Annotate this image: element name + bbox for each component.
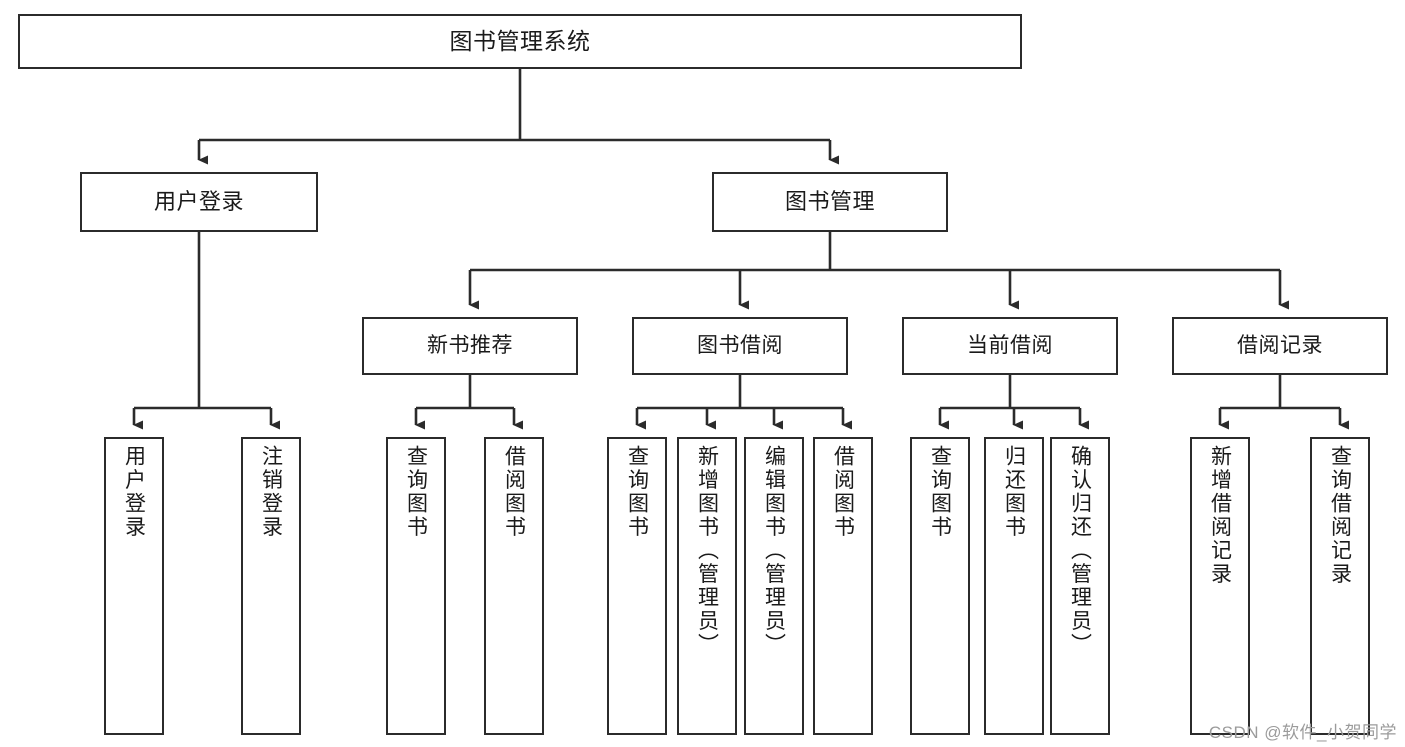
leaf-query-borrow-record[interactable]: 查询借阅记录 [1310,437,1370,735]
leaf-user-logout[interactable]: 注销登录 [241,437,301,735]
leaf-user-logout-label: 注销登录 [259,445,283,539]
node-current-borrow-label: 当前借阅 [967,333,1053,357]
leaf-query-borrow-record-label: 查询借阅记录 [1328,445,1352,586]
leaf-edit-book-admin[interactable]: 编辑图书（管理员） [744,437,804,735]
leaf-return-book[interactable]: 归还图书 [984,437,1044,735]
leaf-borrow-book[interactable]: 借阅图书 [813,437,873,735]
leaf-query-book-current-label: 查询图书 [928,445,952,539]
node-book-management[interactable]: 图书管理 [712,172,948,232]
leaf-user-login-label: 用户登录 [122,445,146,539]
node-root-label: 图书管理系统 [449,27,591,54]
node-borrow-record[interactable]: 借阅记录 [1172,317,1388,375]
leaf-query-book-borrow[interactable]: 查询图书 [607,437,667,735]
leaf-query-book-recommend-label: 查询图书 [404,445,428,539]
leaf-confirm-return-admin-label: 确认归还（管理员） [1068,445,1092,657]
node-new-book-recommend-label: 新书推荐 [427,333,513,357]
leaf-confirm-return-admin[interactable]: 确认归还（管理员） [1050,437,1110,735]
leaf-add-borrow-record[interactable]: 新增借阅记录 [1190,437,1250,735]
leaf-borrow-book-label: 借阅图书 [831,445,855,539]
leaf-add-book-admin[interactable]: 新增图书（管理员） [677,437,737,735]
node-book-borrow-label: 图书借阅 [697,333,783,357]
leaf-user-login[interactable]: 用户登录 [104,437,164,735]
leaf-borrow-book-recommend-label: 借阅图书 [502,445,526,539]
node-borrow-record-label: 借阅记录 [1237,333,1323,357]
node-root[interactable]: 图书管理系统 [18,14,1022,69]
watermark: CSDN @软件_小贺同学 [1208,723,1397,742]
leaf-query-book-recommend[interactable]: 查询图书 [386,437,446,735]
node-user-login-label: 用户登录 [153,189,244,215]
node-book-borrow[interactable]: 图书借阅 [632,317,848,375]
leaf-add-book-admin-label: 新增图书（管理员） [695,445,719,657]
node-current-borrow[interactable]: 当前借阅 [902,317,1118,375]
leaf-add-borrow-record-label: 新增借阅记录 [1208,445,1232,586]
node-new-book-recommend[interactable]: 新书推荐 [362,317,578,375]
leaf-edit-book-admin-label: 编辑图书（管理员） [762,445,786,657]
node-user-login[interactable]: 用户登录 [80,172,318,232]
leaf-query-book-borrow-label: 查询图书 [625,445,649,539]
leaf-query-book-current[interactable]: 查询图书 [910,437,970,735]
leaf-borrow-book-recommend[interactable]: 借阅图书 [484,437,544,735]
node-book-management-label: 图书管理 [784,189,875,215]
leaf-return-book-label: 归还图书 [1002,445,1026,539]
